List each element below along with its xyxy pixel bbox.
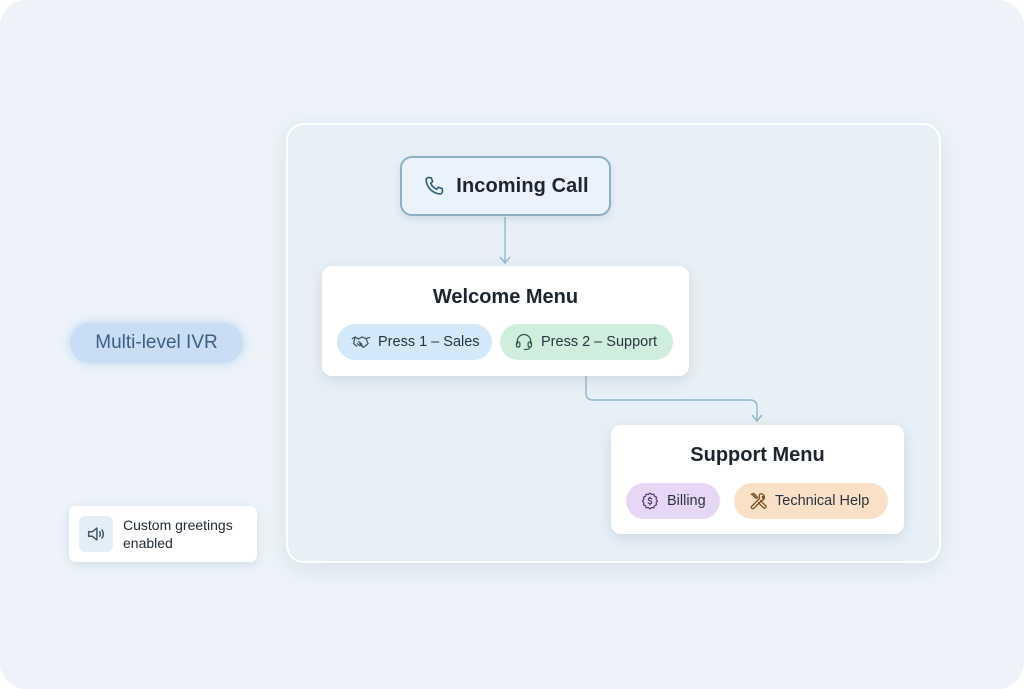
- option-billing[interactable]: Billing: [626, 483, 720, 519]
- speaker-icon: [79, 516, 113, 552]
- option-press-1-sales[interactable]: Press 1 – Sales: [337, 324, 492, 360]
- option-label: Press 2 – Support: [541, 334, 658, 350]
- welcome-menu-card: Welcome Menu Press 1 – Sales: [322, 266, 689, 376]
- badge-label: Multi-level IVR: [95, 332, 218, 353]
- support-menu-title: Support Menu: [690, 444, 825, 466]
- multi-level-ivr-badge: Multi-level IVR: [70, 323, 243, 363]
- greeting-label: Custom greetings enabled: [123, 517, 233, 551]
- custom-greetings-card: Custom greetings enabled: [69, 506, 257, 562]
- incoming-call-node[interactable]: Incoming Call: [400, 156, 611, 216]
- welcome-menu-title: Welcome Menu: [432, 286, 579, 308]
- headset-icon: [514, 332, 534, 352]
- option-label: Press 1 – Sales: [378, 334, 480, 350]
- dollar-gear-icon: [640, 491, 660, 511]
- handshake-icon: [351, 333, 371, 351]
- phone-icon: [422, 174, 446, 198]
- option-press-2-support[interactable]: Press 2 – Support: [500, 324, 673, 360]
- option-technical-help[interactable]: Technical Help: [734, 483, 888, 519]
- tools-icon: [748, 491, 768, 511]
- incoming-call-label: Incoming Call: [456, 174, 589, 197]
- option-label: Billing: [667, 493, 706, 509]
- option-label: Technical Help: [775, 493, 870, 509]
- support-menu-card: Support Menu Billing Technical Help: [611, 425, 904, 534]
